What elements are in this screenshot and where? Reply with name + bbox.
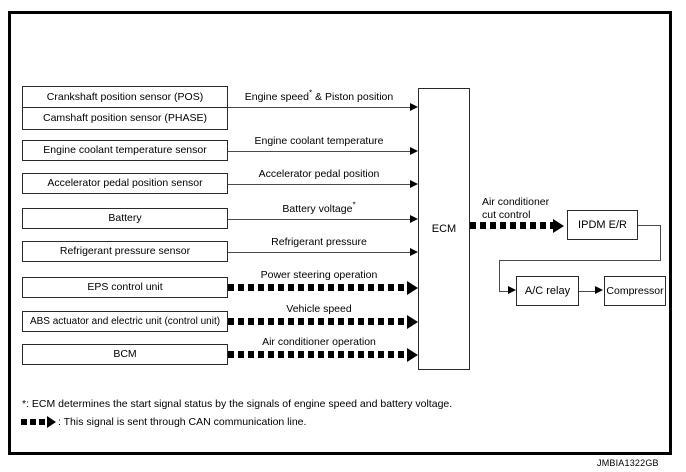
can-wire-air-conditioner-cut-control: [470, 222, 554, 229]
can-wire-air-conditioner-operation: [228, 351, 408, 358]
signal-wire-accelerator-pedal-position: [228, 184, 410, 186]
route-ipdm-right: [638, 224, 661, 226]
can-arrow-air-conditioner-operation: [407, 347, 418, 362]
ipdm-er-label: IPDM E/R: [578, 218, 627, 231]
signal-arrow-accelerator-pedal-position: [410, 179, 418, 188]
input-label-eps-control-unit: EPS control unit: [87, 281, 163, 294]
can-arrow-power-steering-operation: [407, 280, 418, 295]
signal-label-engine-coolant-temperature: Engine coolant temperature: [228, 135, 410, 147]
signal-label-power-steering-operation: Power steering operation: [228, 269, 410, 281]
signal-note-battery-voltage: *: [352, 200, 356, 210]
footnote-can-legend: : This signal is sent through CAN commun…: [21, 416, 307, 428]
ac-relay-box: A/C relay: [516, 276, 579, 306]
can-arrow-air-conditioner-cut-control: [553, 218, 564, 233]
input-label-accelerator-pedal-position-sensor: Accelerator pedal position sensor: [47, 177, 203, 190]
route-relay-to-compressor: [579, 290, 596, 292]
input-label-camshaft: Camshaft position sensor (PHASE): [43, 112, 207, 125]
route-relay-down: [499, 259, 501, 292]
input-label-engine-coolant-temperature-sensor: Engine coolant temperature sensor: [43, 144, 207, 157]
route-ipdm-left: [499, 259, 661, 261]
signal-text-refrigerant-pressure: Refrigerant pressure: [271, 236, 367, 248]
input-box-battery: Battery: [22, 208, 228, 229]
figure-id: JMBIA1322GB: [597, 458, 659, 468]
ecm-label: ECM: [431, 223, 457, 235]
can-wire-power-steering-operation: [228, 284, 408, 291]
input-label-abs-actuator: ABS actuator and electric unit (control …: [29, 315, 221, 327]
signal-text-piston-position: & Piston position: [312, 91, 394, 103]
route-arrow-ac-relay: [508, 286, 516, 294]
signal-wire-engine-coolant-temperature: [228, 151, 410, 153]
footnote-asterisk: *: ECM determines the start signal statu…: [22, 398, 453, 410]
input-box-engine-coolant-temperature-sensor: Engine coolant temperature sensor: [22, 140, 228, 161]
signal-label-accelerator-pedal-position: Accelerator pedal position: [228, 168, 410, 180]
signal-wire-refrigerant-pressure: [228, 252, 410, 254]
can-wire-vehicle-speed: [228, 318, 408, 325]
ecm-box: ECM: [418, 88, 470, 370]
input-box-eps-control-unit: EPS control unit: [22, 277, 228, 298]
signal-wire-engine-speed: [228, 107, 410, 109]
signal-wire-battery-voltage: [228, 219, 410, 221]
footnote-can-text: : This signal is sent through CAN commun…: [58, 416, 307, 428]
signal-label-battery-voltage: Battery voltage*: [228, 200, 410, 215]
signal-label-refrigerant-pressure: Refrigerant pressure: [228, 236, 410, 248]
input-label-crankshaft: Crankshaft position sensor (POS): [23, 87, 227, 108]
signal-text-air-conditioner: Air conditioner: [482, 196, 550, 208]
signal-arrow-engine-speed: [410, 102, 418, 111]
can-line-icon: [21, 419, 47, 425]
input-box-bcm: BCM: [22, 344, 228, 365]
input-box-accelerator-pedal-position-sensor: Accelerator pedal position sensor: [22, 173, 228, 194]
signal-arrow-engine-coolant-temperature: [410, 146, 418, 155]
signal-text-air-conditioner-operation: Air conditioner operation: [262, 336, 376, 348]
signal-text-battery-voltage: Battery voltage: [282, 203, 353, 215]
signal-label-air-conditioner-cut-control: Air conditioner cut control: [482, 196, 549, 222]
signal-label-air-conditioner-operation: Air conditioner operation: [228, 336, 410, 348]
signal-text-cut-control: cut control: [482, 209, 531, 222]
input-box-refrigerant-pressure-sensor: Refrigerant pressure sensor: [22, 241, 228, 262]
signal-note-engine-speed: *: [308, 88, 313, 98]
ac-relay-label: A/C relay: [524, 284, 571, 297]
route-arrow-compressor: [595, 286, 603, 294]
input-label-bcm: BCM: [113, 348, 137, 361]
input-label-battery: Battery: [108, 212, 142, 225]
input-box-position-sensors: Crankshaft position sensor (POS) Camshaf…: [22, 86, 228, 130]
signal-text-engine-speed: Engine speed: [244, 91, 309, 103]
can-arrow-vehicle-speed: [407, 314, 418, 329]
signal-label-vehicle-speed: Vehicle speed: [228, 303, 410, 315]
signal-text-vehicle-speed: Vehicle speed: [286, 303, 352, 315]
route-relay-in: [499, 290, 509, 292]
can-arrow-icon: [47, 416, 56, 428]
signal-arrow-refrigerant-pressure: [410, 247, 418, 256]
compressor-label: Compressor: [606, 284, 664, 297]
route-ipdm-down: [660, 224, 662, 261]
signal-text-accelerator-pedal-position: Accelerator pedal position: [258, 168, 380, 180]
signal-label-engine-speed: Engine speed* & Piston position: [228, 88, 410, 103]
diagram-frame: [8, 11, 672, 455]
signal-text-power-steering-operation: Power steering operation: [260, 269, 378, 281]
input-box-abs-actuator: ABS actuator and electric unit (control …: [22, 311, 228, 332]
ipdm-er-box: IPDM E/R: [567, 210, 638, 240]
input-label-refrigerant-pressure-sensor: Refrigerant pressure sensor: [59, 245, 191, 258]
signal-arrow-battery-voltage: [410, 214, 418, 223]
compressor-box: Compressor: [604, 276, 666, 306]
signal-text-engine-coolant-temperature: Engine coolant temperature: [254, 135, 384, 147]
